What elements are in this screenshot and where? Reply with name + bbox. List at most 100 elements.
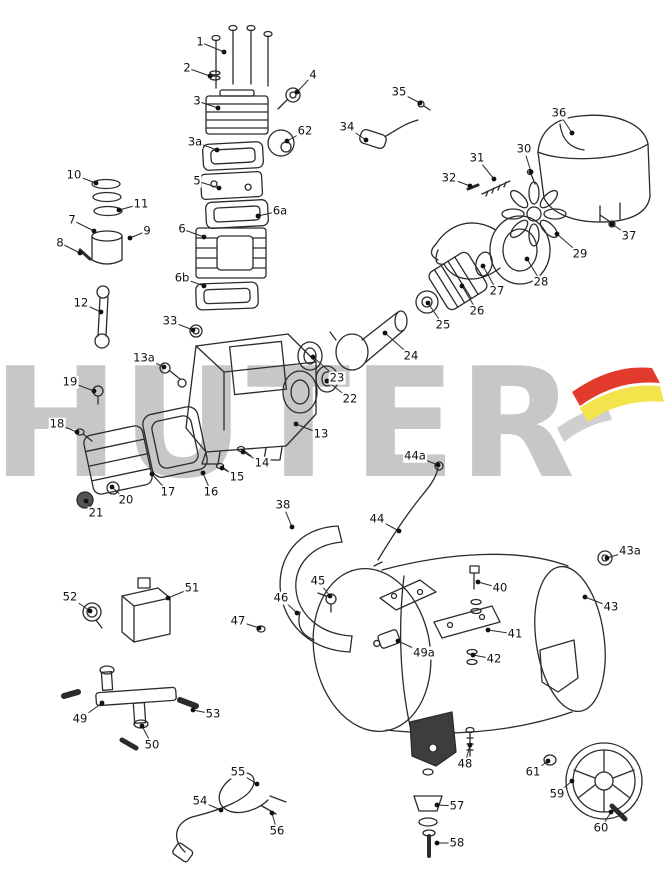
part-label-43a: 43a — [618, 543, 642, 558]
part-label-40: 40 — [491, 580, 509, 595]
part-label-25: 25 — [434, 317, 452, 332]
spacer-ring-27 — [475, 251, 493, 277]
part-label-4: 4 — [308, 67, 318, 82]
wheel-59-60-61 — [543, 742, 643, 822]
part-label-13: 13 — [312, 426, 330, 441]
power-cord-54-55-56 — [172, 772, 287, 863]
part-label-41: 41 — [506, 626, 524, 641]
part-label-58: 58 — [448, 835, 466, 850]
part-label-6a: 6a — [271, 203, 289, 218]
part-label-32: 32 — [440, 170, 458, 185]
part-label-1: 1 — [195, 34, 205, 49]
part-label-48: 48 — [456, 756, 474, 771]
part-label-35: 35 — [390, 84, 408, 99]
part-label-44a: 44a — [403, 448, 427, 463]
part-label-2: 2 — [182, 60, 192, 75]
bearing-25 — [415, 290, 439, 314]
breather-fittings-13a — [159, 362, 187, 388]
part-label-20: 20 — [117, 492, 135, 507]
outlet-fitting — [277, 87, 301, 110]
plate-bolt-40 — [469, 565, 482, 615]
part-label-31: 31 — [468, 150, 486, 165]
drain-parts-57-58 — [413, 768, 443, 858]
part-label-51: 51 — [183, 580, 201, 595]
cylinder-head — [205, 89, 269, 135]
part-label-46: 46 — [272, 590, 290, 605]
part-label-7: 7 — [67, 212, 77, 227]
gauge-52 — [82, 602, 103, 629]
handle-38 — [279, 525, 353, 653]
part-label-50: 50 — [143, 737, 161, 752]
head-gasket-3a — [202, 141, 264, 171]
outlet-hose-44 — [373, 461, 444, 567]
huter-flag-logo — [557, 367, 664, 442]
part-label-8: 8 — [55, 235, 65, 250]
part-label-49: 49 — [71, 711, 89, 726]
cylinder-gasket-top-6a — [205, 199, 269, 229]
manifold-49 — [61, 665, 199, 751]
motor-cover-36 — [537, 114, 651, 223]
pressure-switch-51 — [121, 577, 171, 643]
part-label-57: 57 — [448, 798, 466, 813]
crankcase-cover-17 — [83, 425, 153, 495]
part-label-26: 26 — [468, 303, 486, 318]
part-label-10: 10 — [65, 167, 83, 182]
part-label-18: 18 — [48, 416, 66, 431]
part-label-23: 23 — [328, 370, 346, 385]
part-label-43: 43 — [602, 599, 620, 614]
cover-gasket-16 — [142, 406, 208, 478]
part-label-16: 16 — [202, 484, 220, 499]
tank-feet — [409, 639, 579, 767]
tie-rod-31 — [481, 180, 511, 197]
part-label-12: 12 — [72, 295, 90, 310]
cylinder-6 — [195, 227, 267, 279]
part-label-42: 42 — [485, 651, 503, 666]
part-label-29: 29 — [571, 246, 589, 261]
part-label-53: 53 — [204, 706, 222, 721]
part-label-6b: 6b — [173, 270, 191, 285]
part-label-61: 61 — [524, 764, 542, 779]
part-label-49a: 49a — [412, 645, 436, 660]
part-label-9: 9 — [142, 223, 152, 238]
part-label-62: 62 — [296, 123, 314, 138]
part-label-21: 21 — [87, 505, 105, 520]
part-label-30: 30 — [515, 141, 533, 156]
part-label-15: 15 — [228, 469, 246, 484]
screw-37 — [599, 214, 616, 228]
part-label-36: 36 — [550, 105, 568, 120]
part-label-44: 44 — [368, 511, 386, 526]
part-label-17: 17 — [159, 484, 177, 499]
part-label-13a: 13a — [132, 350, 156, 365]
check-valve-49a — [373, 629, 401, 649]
cylinder-gasket-bottom-6b — [195, 281, 259, 311]
stator-28 — [430, 215, 551, 285]
part-label-5: 5 — [192, 173, 202, 188]
part-label-34: 34 — [338, 119, 356, 134]
connecting-rod — [94, 285, 110, 349]
part-label-55: 55 — [229, 764, 247, 779]
part-label-6: 6 — [177, 221, 187, 236]
part-label-38: 38 — [274, 497, 292, 512]
part-label-59: 59 — [548, 786, 566, 801]
head-bolts — [209, 24, 273, 89]
part-label-27: 27 — [488, 283, 506, 298]
part-label-24: 24 — [402, 348, 420, 363]
part-label-22: 22 — [341, 391, 359, 406]
part-label-47: 47 — [229, 613, 247, 628]
piston-rings — [91, 178, 123, 217]
part-label-54: 54 — [191, 793, 209, 808]
crankshaft-24 — [329, 310, 408, 371]
bracket-41 — [433, 605, 501, 639]
part-label-33: 33 — [161, 313, 179, 328]
part-label-3a: 3a — [186, 134, 204, 149]
breather-pipe-34 — [359, 119, 419, 150]
part-label-37: 37 — [620, 228, 638, 243]
pipe-46 — [298, 611, 315, 641]
pump-mount-plate — [379, 579, 437, 611]
watermark-text: HUTER — [0, 335, 578, 512]
part-label-14: 14 — [253, 455, 271, 470]
